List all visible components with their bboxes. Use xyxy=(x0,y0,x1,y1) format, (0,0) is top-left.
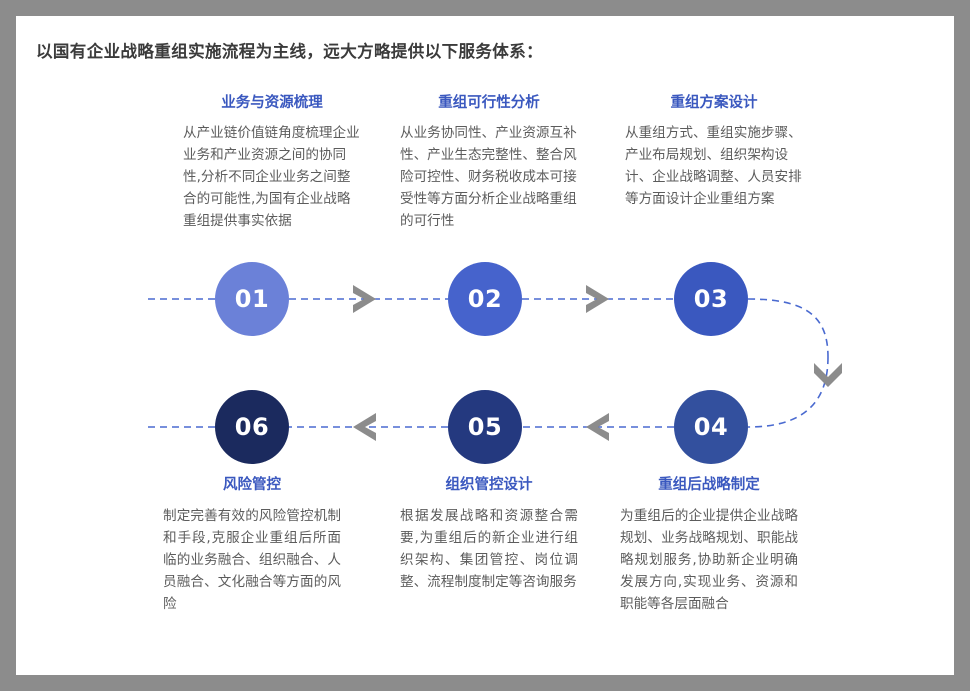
step-number-04: 04 xyxy=(693,413,729,441)
step-block-01: 业务与资源梳理 从产业链价值链角度梳理企业业务和产业资源之间的协同性,分析不同企… xyxy=(183,93,361,232)
step-number-05: 05 xyxy=(467,413,503,441)
dash-curve-04-down xyxy=(747,356,829,428)
step-number-02: 02 xyxy=(467,285,503,313)
step-number-01: 01 xyxy=(234,285,270,313)
step-node-06[interactable]: 06 xyxy=(215,390,289,464)
step-heading-05: 组织管控设计 xyxy=(445,477,533,493)
step-number-06: 06 xyxy=(234,413,270,441)
step-heading-03: 重组方案设计 xyxy=(670,95,758,111)
chevron-down-03-04 xyxy=(814,363,842,387)
step-heading-02: 重组可行性分析 xyxy=(438,95,540,111)
step-block-05: 组织管控设计 根据发展战略和资源整合需要,为重组后的新企业进行组织架构、集团管控… xyxy=(400,475,578,593)
step-node-03[interactable]: 03 xyxy=(674,262,748,336)
step-node-02[interactable]: 02 xyxy=(448,262,522,336)
step-body-02: 从业务协同性、产业资源互补性、产业生态完整性、整合风险可控性、财务税收成本可接受… xyxy=(400,125,577,230)
step-body-04: 为重组后的企业提供企业战略规划、业务战略规划、职能战略规划服务,协助新企业明确发… xyxy=(620,508,798,613)
step-node-05[interactable]: 05 xyxy=(448,390,522,464)
chevron-left-04-05 xyxy=(586,413,609,441)
step-number-03: 03 xyxy=(693,285,729,313)
step-node-01[interactable]: 01 xyxy=(215,262,289,336)
step-heading-04: 重组后战略制定 xyxy=(658,477,760,493)
diagram-page: 以国有企业战略重组实施流程为主线，远大方略提供以下服务体系： xyxy=(16,16,954,675)
chevron-right-02-03 xyxy=(586,285,609,313)
dash-curve-03-04 xyxy=(747,298,829,358)
step-block-03: 重组方案设计 从重组方式、重组实施步骤、产业布局规划、组织架构设计、企业战略调整… xyxy=(625,93,803,210)
step-heading-01: 业务与资源梳理 xyxy=(221,95,323,111)
chevron-left-05-06 xyxy=(353,413,376,441)
step-block-04: 重组后战略制定 为重组后的企业提供企业战略规划、业务战略规划、职能战略规划服务,… xyxy=(620,475,798,615)
step-body-06: 制定完善有效的风险管控机制和手段,克服企业重组后所面临的业务融合、组织融合、人员… xyxy=(163,508,341,613)
step-body-03: 从重组方式、重组实施步骤、产业布局规划、组织架构设计、企业战略调整、人员安排等方… xyxy=(625,125,802,208)
step-body-05: 根据发展战略和资源整合需要,为重组后的新企业进行组织架构、集团管控、岗位调整、流… xyxy=(400,508,578,591)
page-title: 以国有企业战略重组实施流程为主线，远大方略提供以下服务体系： xyxy=(36,42,543,61)
step-body-01: 从产业链价值链角度梳理企业业务和产业资源之间的协同性,分析不同企业业务之间整合的… xyxy=(183,125,360,230)
step-heading-06: 风险管控 xyxy=(223,477,281,493)
step-block-02: 重组可行性分析 从业务协同性、产业资源互补性、产业生态完整性、整合风险可控性、财… xyxy=(400,93,578,232)
step-block-06: 风险管控 制定完善有效的风险管控机制和手段,克服企业重组后所面临的业务融合、组织… xyxy=(163,475,341,615)
chevron-right-01-02 xyxy=(353,285,376,313)
step-node-04[interactable]: 04 xyxy=(674,390,748,464)
